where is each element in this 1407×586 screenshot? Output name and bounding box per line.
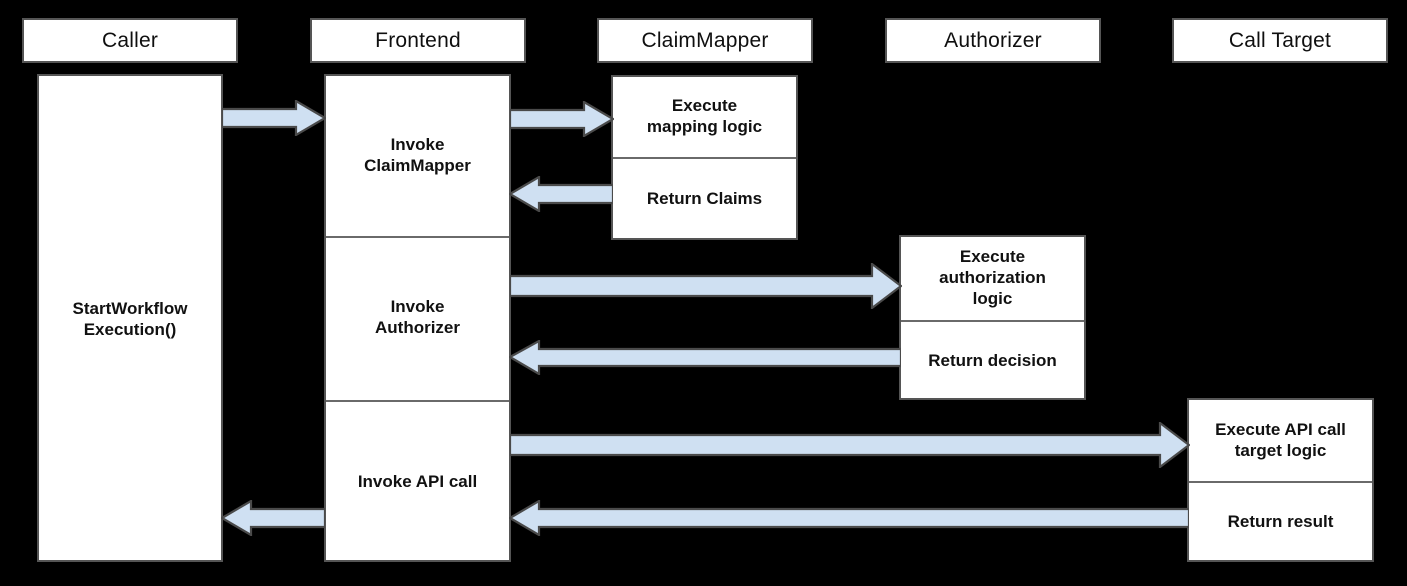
lifeline-header-claimmapper: ClaimMapper [597,18,813,63]
message-arrow-m1 [222,100,326,136]
activation-cell-frontend-2: Invoke API call [357,471,478,491]
activation-caller: StartWorkflow Execution() [37,74,223,562]
lifeline-label-frontend: Frontend [375,28,461,52]
activation-divider-frontend-2 [326,400,509,402]
activation-cell-calltarget-0: Execute API call target logic [1215,419,1346,460]
activation-cell-authorizer-1: Return decision [928,350,1057,370]
message-arrow-m2 [510,101,614,137]
lifeline-header-caller: Caller [22,18,238,63]
message-arrow-m5 [509,340,901,375]
lifeline-label-authorizer: Authorizer [944,28,1042,52]
activation-cell-frontend-0: Invoke ClaimMapper [364,135,471,175]
activation-frontend: Invoke ClaimMapper Invoke Authorizer Inv… [324,74,511,562]
activation-cell-authorizer-0: Execute authorization logic [939,247,1046,308]
lifeline-header-authorizer: Authorizer [885,18,1101,63]
lifeline-label-caller: Caller [101,28,159,52]
activation-cell-calltarget-1: Return result [1227,512,1334,532]
activation-cell-frontend-1: Invoke Authorizer [375,297,460,337]
activation-claimmapper: Execute mapping logic Return Claims [611,75,798,240]
lifeline-label-claimmapper: ClaimMapper [641,28,769,52]
activation-cell-claimmapper-0: Execute mapping logic [646,96,763,136]
message-arrow-m3 [509,176,613,212]
activation-divider-frontend-1 [326,236,509,238]
activation-divider-authorizer-1 [901,320,1084,322]
lifeline-label-calltarget: Call Target [1228,28,1332,52]
activation-calltarget: Execute API call target logic Return res… [1187,398,1374,562]
message-arrow-m4 [510,263,902,309]
lifeline-header-calltarget: Call Target [1172,18,1388,63]
lifeline-header-frontend: Frontend [310,18,526,63]
activation-divider-claimmapper-1 [613,157,796,159]
activation-cell-claimmapper-1: Return Claims [646,189,763,209]
activation-authorizer: Execute authorization logic Return decis… [899,235,1086,400]
message-arrow-m8 [221,500,325,536]
message-arrow-m6 [510,422,1190,468]
activation-cell-caller-0: StartWorkflow Execution() [72,299,188,339]
message-arrow-m7 [509,500,1189,536]
activation-divider-calltarget-1 [1189,481,1372,483]
